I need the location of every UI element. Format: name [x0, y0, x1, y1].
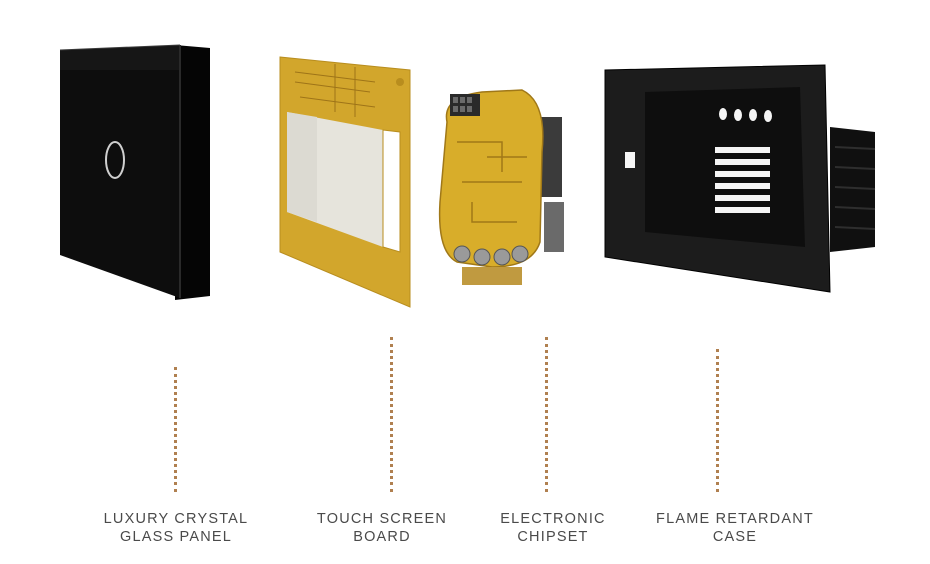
leader-line-case [716, 349, 719, 492]
leader-line-glass-panel [174, 367, 177, 492]
caption-line: CHIPSET [517, 529, 589, 545]
caption-line: LUXURY CRYSTAL [103, 511, 249, 527]
caption-chipset: ELECTRONIC CHIPSET [453, 510, 653, 546]
caption-line: BOARD [353, 529, 411, 545]
caption-line: CASE [712, 529, 758, 545]
caption-glass-panel: LUXURY CRYSTAL GLASS PANEL [76, 510, 276, 546]
leader-line-touch-board [390, 337, 393, 492]
case-image [604, 64, 876, 293]
caption-case: FLAME RETARDANT CASE [635, 510, 835, 546]
touch-board-image [279, 56, 411, 308]
glass-panel-image [59, 44, 210, 300]
caption-line: FLAME RETARDANT [656, 511, 814, 527]
touch-button-icon [105, 141, 125, 179]
caption-line: ELECTRONIC [500, 511, 606, 527]
leader-line-chipset [545, 337, 548, 492]
caption-touch-board: TOUCH SCREEN BOARD [282, 510, 482, 546]
caption-line: TOUCH SCREEN [316, 511, 448, 527]
chipset-image [438, 89, 564, 285]
caption-line: GLASS PANEL [119, 529, 233, 545]
